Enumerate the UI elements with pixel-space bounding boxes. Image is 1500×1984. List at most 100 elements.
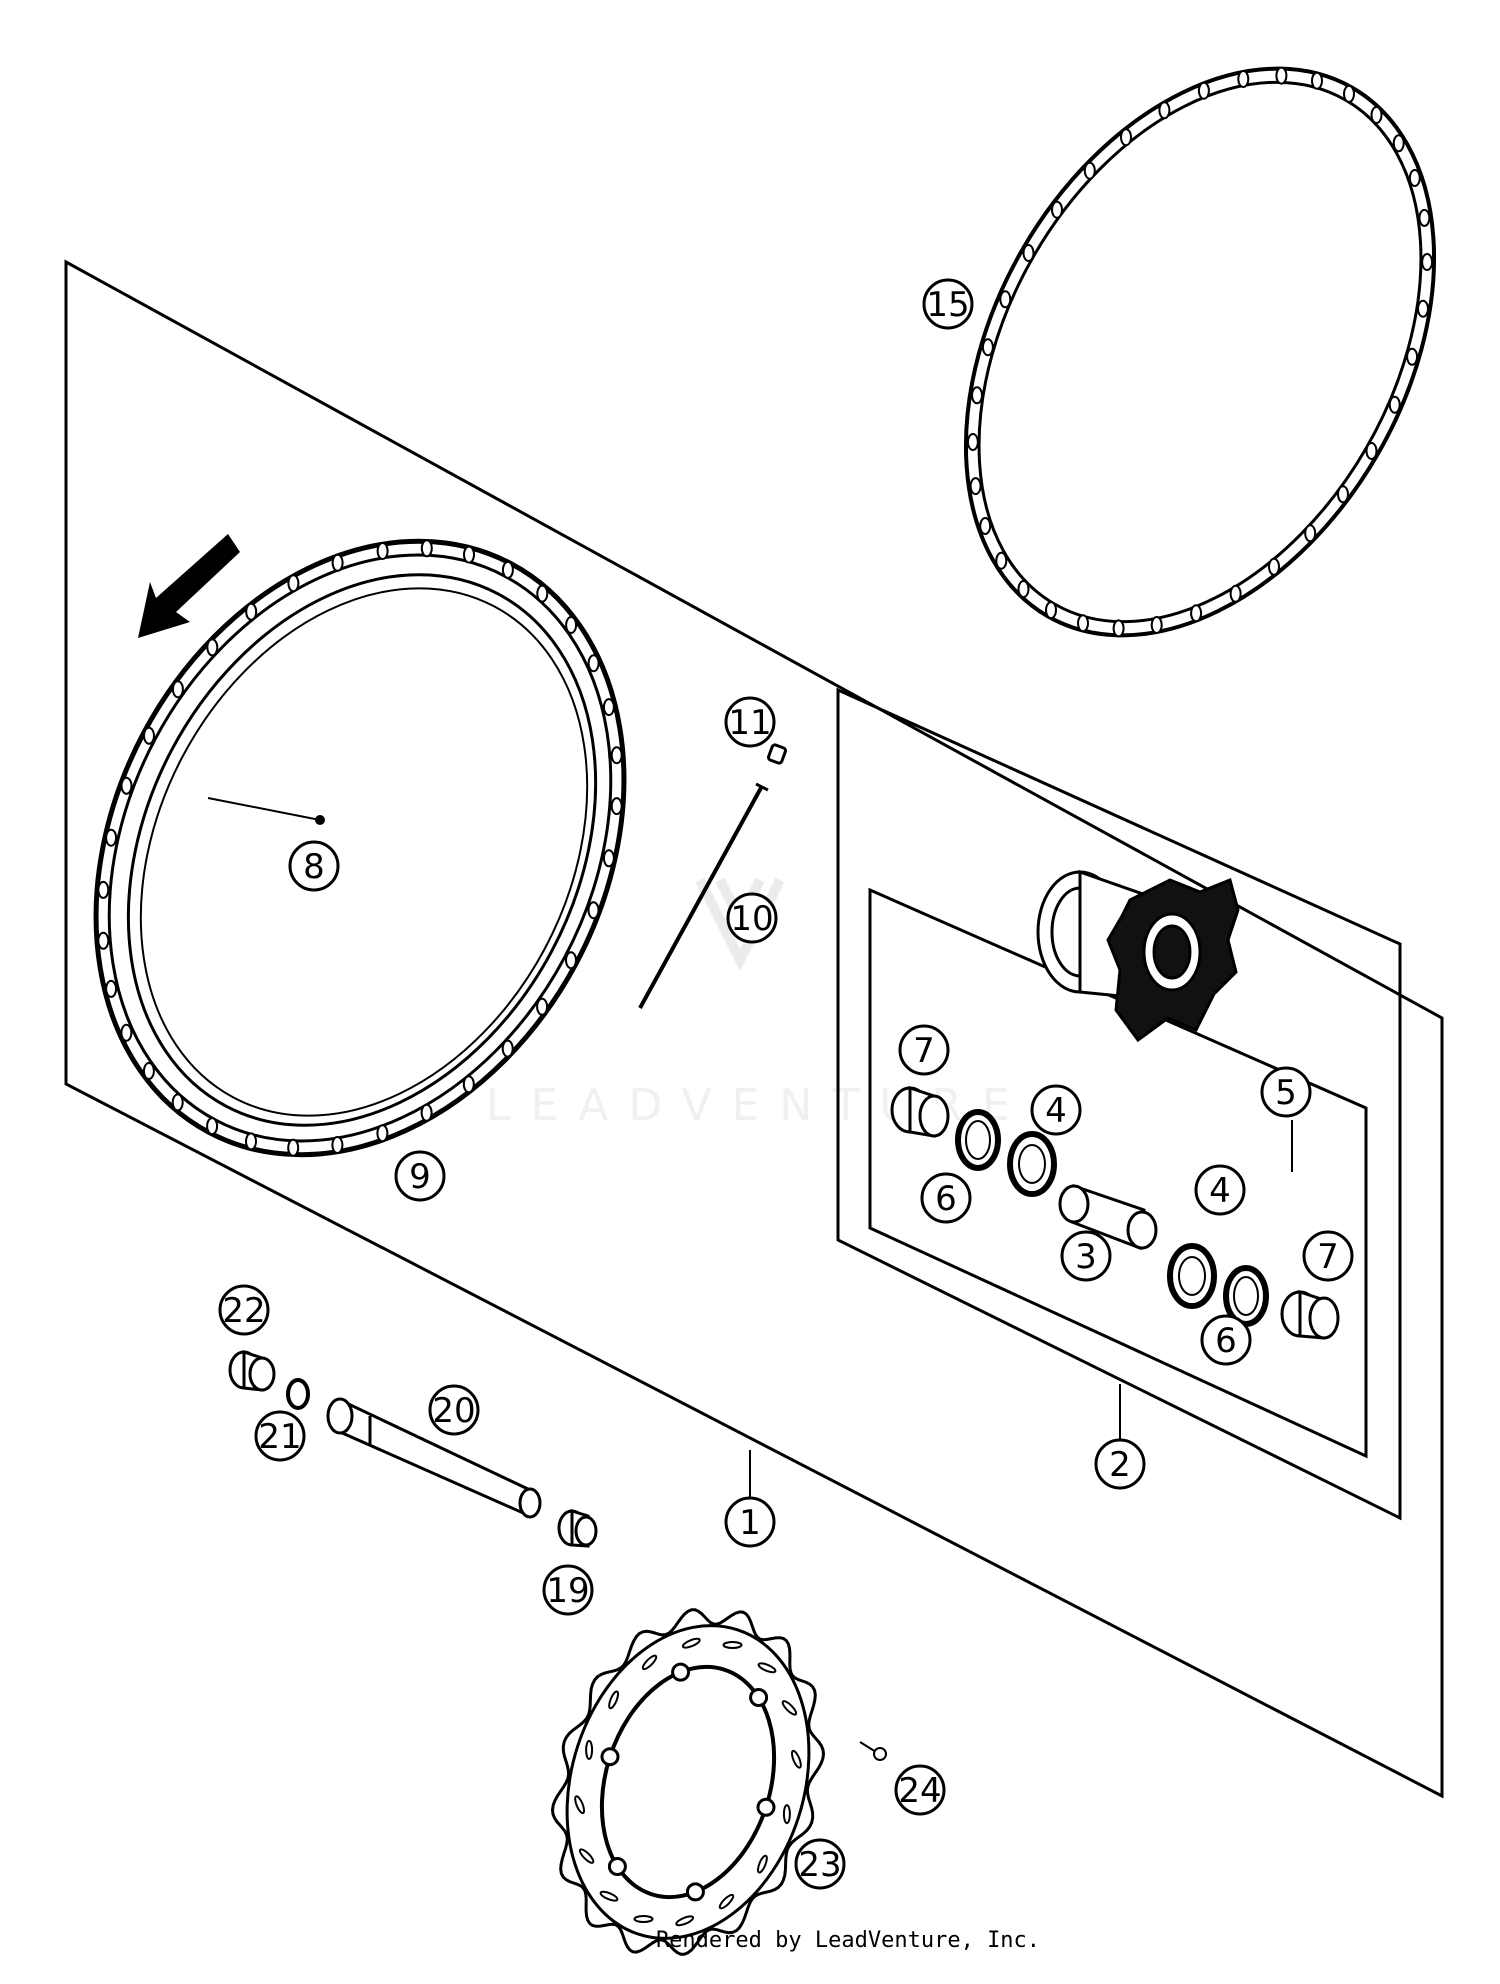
rim-hole (587, 901, 600, 920)
callout-number: 23 (798, 1845, 841, 1885)
tape-hole (1388, 395, 1401, 414)
wheel-spindle[interactable] (326, 1397, 542, 1519)
callout-23[interactable]: 23 (794, 1838, 846, 1890)
tape-hole (1392, 134, 1405, 153)
callout-number: 22 (222, 1291, 265, 1331)
brake-disc[interactable] (528, 1594, 848, 1970)
callout-6[interactable]: 6 (920, 1172, 972, 1224)
callout-7[interactable]: 7 (898, 1024, 950, 1076)
callout-19[interactable]: 19 (542, 1564, 594, 1616)
wheel-hub[interactable] (1036, 869, 1240, 1043)
rim-hole (420, 539, 433, 558)
disc-mount-hole (685, 1882, 705, 1902)
rim-spoke-holes (97, 539, 623, 1157)
callout-24[interactable]: 24 (894, 1764, 946, 1816)
rim-hole (536, 997, 549, 1016)
callout-6[interactable]: 6 (1200, 1314, 1252, 1366)
tape-hole (1190, 604, 1203, 623)
spacer-22[interactable] (228, 1349, 276, 1392)
disc-slot (757, 1662, 777, 1674)
spacer-19[interactable] (557, 1508, 598, 1548)
rim-hole (602, 849, 615, 868)
ball-bearing-left[interactable] (1007, 1131, 1057, 1197)
tape-hole (966, 433, 979, 451)
disc-slot (578, 1848, 595, 1864)
tape-hole (1120, 128, 1132, 147)
rim-hole (245, 602, 258, 621)
tape-hole (1237, 70, 1250, 88)
callout-number: 9 (409, 1157, 431, 1197)
tape-hole (1045, 601, 1057, 620)
callout-number: 7 (913, 1031, 935, 1071)
rim-hole (142, 1062, 155, 1080)
rim-hole (376, 542, 389, 560)
rim-tape[interactable] (870, 0, 1500, 719)
disc-mount-hole (749, 1688, 769, 1707)
callout-2[interactable]: 2 (1094, 1438, 1146, 1490)
tape-hole (1022, 244, 1035, 262)
callout-21[interactable]: 21 (254, 1410, 306, 1462)
tape-hole (1051, 200, 1063, 219)
rim-hole (206, 1117, 219, 1136)
spoke-nipple[interactable] (767, 743, 787, 765)
callout-number: 19 (546, 1571, 589, 1611)
callout-number: 6 (1215, 1321, 1237, 1361)
shaft-seal-ring-left[interactable] (955, 1109, 1001, 1171)
shaft-seal-ring-right[interactable] (1223, 1265, 1269, 1327)
disc-bolt[interactable] (859, 1741, 887, 1761)
spacer-sleeve-right[interactable] (1280, 1289, 1340, 1340)
rim-tape-holes (966, 66, 1434, 638)
rim-hole (97, 931, 110, 950)
rim-hole (565, 951, 577, 970)
callout-4[interactable]: 4 (1194, 1164, 1246, 1216)
callout-number: 2 (1109, 1445, 1131, 1485)
distance-bushing[interactable] (1058, 1183, 1158, 1251)
callout-number: 4 (1045, 1091, 1067, 1131)
rim-hole (287, 1138, 300, 1157)
spacer-sleeve-left[interactable] (890, 1085, 950, 1138)
disc-mount-hole (756, 1797, 776, 1817)
tape-hole (1275, 66, 1288, 85)
rim-hole (331, 1136, 344, 1154)
tape-hole (1421, 253, 1434, 271)
callout-7[interactable]: 7 (1302, 1230, 1354, 1282)
tape-hole (1408, 169, 1421, 187)
callout-9[interactable]: 9 (394, 1150, 446, 1202)
disc-slot (722, 1641, 743, 1649)
tape-hole (999, 290, 1012, 309)
callout-number: 11 (728, 703, 771, 743)
disc-slot (608, 1690, 620, 1710)
callout-20[interactable]: 20 (428, 1384, 480, 1436)
disc-mount-hole (600, 1747, 620, 1767)
callout-number: 5 (1275, 1073, 1297, 1113)
callout-number: 15 (926, 285, 969, 325)
callout-3[interactable]: 3 (1060, 1230, 1112, 1282)
rim-hole (97, 880, 110, 899)
bearing-set-panel (868, 887, 1368, 1459)
callout-10[interactable]: 10 (726, 892, 778, 944)
callout-22[interactable]: 22 (218, 1284, 270, 1336)
callout-11[interactable]: 11 (724, 696, 776, 748)
callout-4[interactable]: 4 (1030, 1084, 1082, 1136)
credit-line: Rendered by LeadVenture, Inc. (0, 1928, 1500, 1953)
tape-hole (1150, 616, 1163, 634)
tape-hole (1343, 84, 1355, 103)
ball-bearing-right[interactable] (1167, 1243, 1217, 1309)
callout-1[interactable]: 1 (724, 1496, 776, 1548)
callout-5[interactable]: 5 (1260, 1066, 1312, 1118)
credit-text: Rendered by LeadVenture, Inc. (655, 1928, 1041, 1953)
rim-hole (105, 828, 118, 847)
rim-hole (206, 638, 219, 657)
rim-hole (501, 1039, 514, 1058)
disc-slot (633, 1915, 654, 1923)
o-ring-21[interactable] (286, 1378, 310, 1410)
tape-hole (1365, 442, 1378, 460)
tape-hole (1197, 81, 1210, 100)
callout-number: 24 (898, 1771, 941, 1811)
tape-hole (969, 477, 982, 496)
callout-8[interactable]: 8 (288, 840, 340, 892)
disc-slot (782, 1804, 791, 1825)
callout-15[interactable]: 15 (922, 278, 974, 330)
spoke[interactable] (638, 785, 764, 1009)
